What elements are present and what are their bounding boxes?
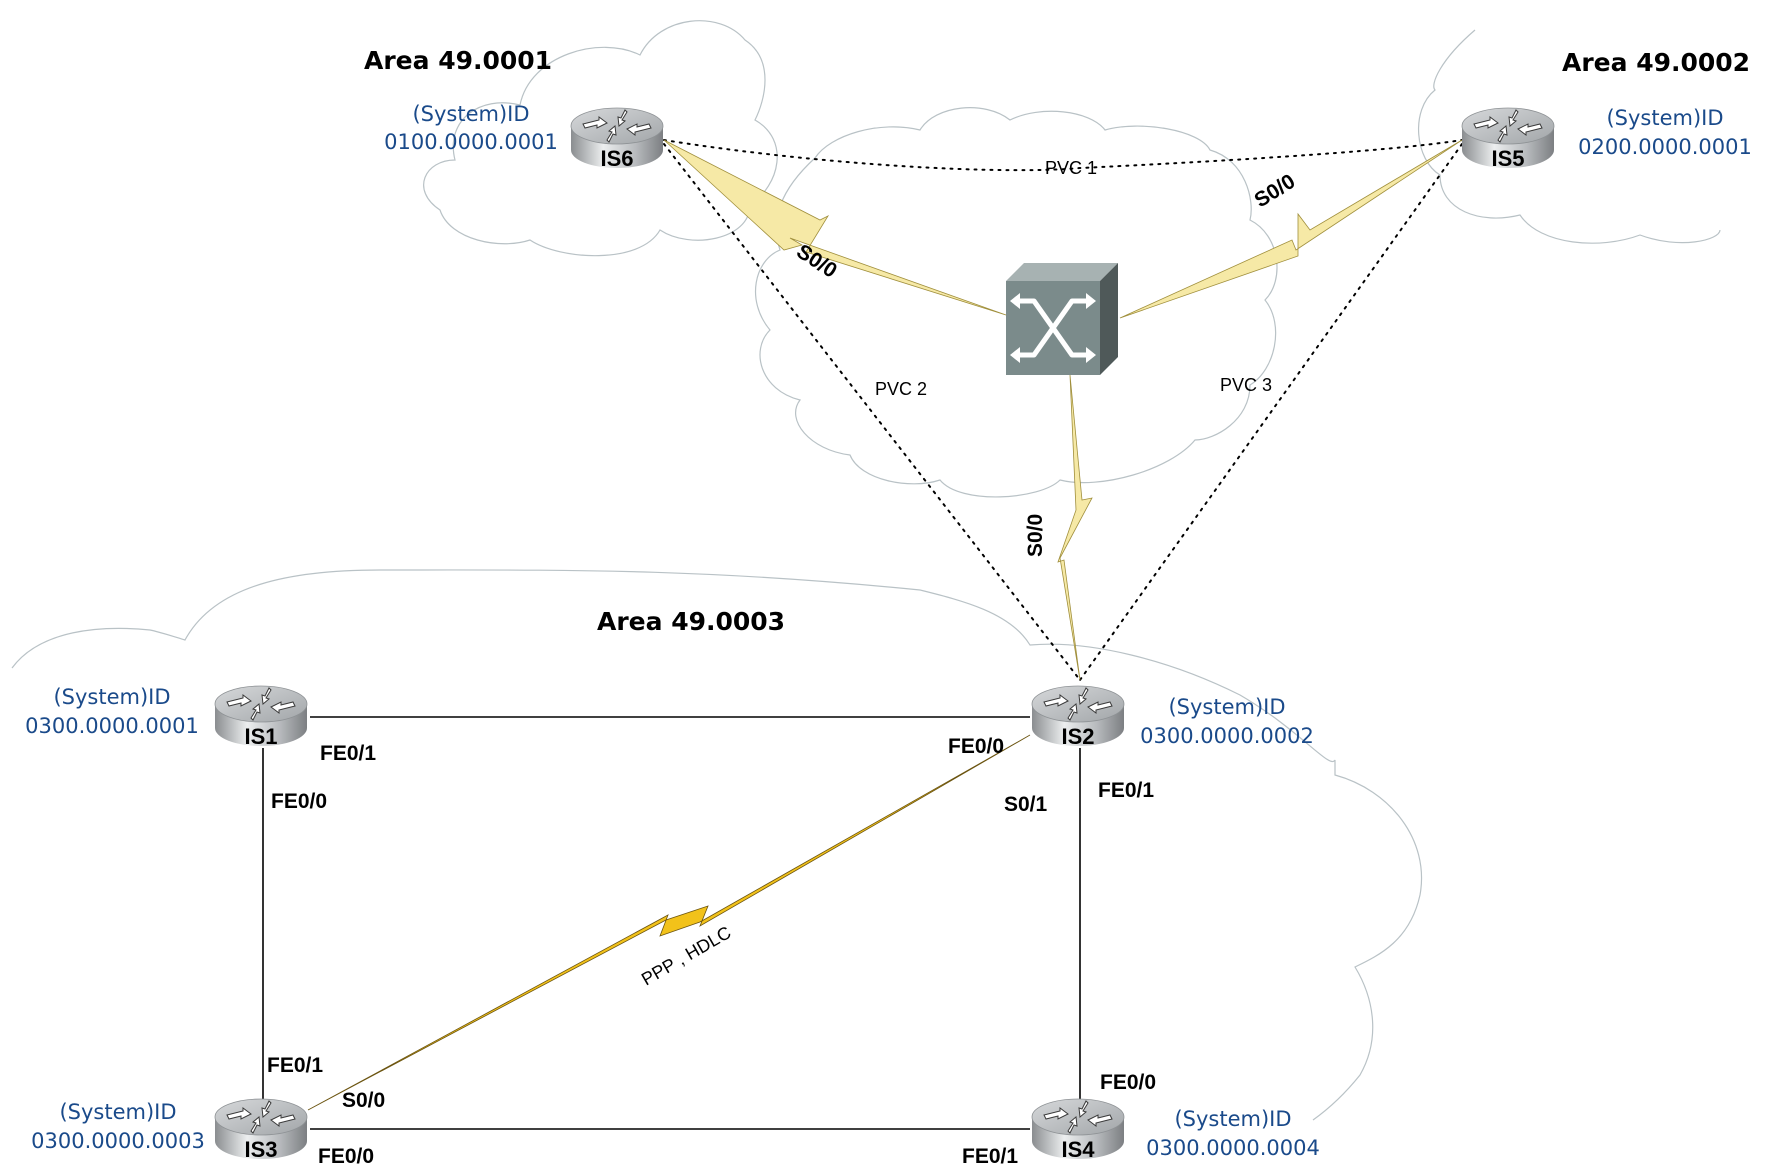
router-is1[interactable]: IS1: [214, 685, 308, 749]
svg-text:0300.0000.0001: 0300.0000.0001: [25, 714, 199, 738]
svg-text:(System)ID: (System)ID: [1168, 695, 1285, 719]
cloud-area-49-0002: [1417, 29, 1721, 244]
svg-text:(System)ID: (System)ID: [1606, 106, 1723, 130]
router-is2-label: IS2: [1061, 724, 1094, 749]
router-is4-label: IS4: [1061, 1137, 1095, 1162]
pvc2-label: PVC 2: [875, 379, 927, 399]
iface-is1-fe00: FE0/0: [271, 790, 327, 813]
svg-text:(System)ID: (System)ID: [53, 685, 170, 709]
router-is2[interactable]: IS2: [1031, 685, 1125, 749]
router-is1-label: IS1: [244, 724, 277, 749]
iface-is2-fe00: FE0/0: [948, 735, 1004, 758]
router-is6-label: IS6: [600, 146, 633, 171]
pvc3-line: [1079, 143, 1463, 681]
sysid-is1: (System)ID 0300.0000.0001: [25, 685, 199, 738]
svg-text:0300.0000.0002: 0300.0000.0002: [1140, 724, 1314, 748]
router-is3-label: IS3: [244, 1137, 277, 1162]
serial-link-label: PPP , HDLC: [638, 922, 734, 989]
iface-is2-s01: S0/1: [1004, 793, 1048, 816]
serial-switch-is2: [1057, 374, 1093, 681]
serial-is5-switch: [1119, 139, 1463, 319]
serial-links-frame-relay: [663, 139, 1463, 681]
svg-text:0200.0000.0001: 0200.0000.0001: [1578, 135, 1752, 159]
pvc3-label: PVC 3: [1220, 375, 1272, 395]
area-title-49-0002: Area 49.0002: [1562, 48, 1750, 77]
svg-text:0300.0000.0004: 0300.0000.0004: [1146, 1136, 1320, 1160]
router-is5-label: IS5: [1491, 146, 1524, 171]
sysid-is5: (System)ID 0200.0000.0001: [1578, 106, 1752, 159]
frame-relay-switch[interactable]: [1006, 263, 1118, 375]
iface-is4-fe00: FE0/0: [1100, 1071, 1156, 1094]
sysid-is6: (System)ID 0100.0000.0001: [384, 102, 558, 154]
iface-is3-fe00: FE0/0: [318, 1145, 374, 1168]
area-title-49-0001: Area 49.0001: [364, 46, 552, 75]
serial-is6-switch: [663, 139, 1007, 316]
iface-is2-fe01: FE0/1: [1098, 779, 1154, 802]
svg-text:(System)ID: (System)ID: [412, 102, 529, 126]
router-is3[interactable]: IS3: [214, 1098, 308, 1162]
pvc1-label: PVC 1: [1045, 158, 1097, 178]
iface-is1-fe01: FE0/1: [320, 742, 376, 765]
iface-is6-s00: S0/0: [792, 240, 841, 283]
ethernet-links: [262, 716, 1081, 1130]
svg-text:0300.0000.0003: 0300.0000.0003: [31, 1129, 205, 1153]
iface-is4-fe01: FE0/1: [962, 1145, 1018, 1168]
iface-is3-s00: S0/0: [342, 1089, 385, 1112]
cloud-area-49-0003: [11, 569, 1422, 1121]
router-is5[interactable]: IS5: [1461, 107, 1555, 171]
pvc1-line: [663, 139, 1463, 172]
sysid-is4: (System)ID 0300.0000.0004: [1146, 1107, 1320, 1160]
router-is4[interactable]: IS4: [1031, 1098, 1125, 1162]
pvc-lines: [663, 139, 1463, 681]
cloud-area-49-0001: [423, 20, 778, 257]
svg-text:(System)ID: (System)ID: [59, 1100, 176, 1124]
iface-is5-s00: S0/0: [1250, 170, 1299, 212]
iface-is3-fe01: FE0/1: [267, 1054, 323, 1077]
router-is6[interactable]: IS6: [570, 107, 664, 171]
iface-is2-s00: S0/0: [1024, 514, 1047, 557]
svg-text:(System)ID: (System)ID: [1174, 1107, 1291, 1131]
cloud-frame-relay: [755, 107, 1278, 498]
pvc2-line: [663, 143, 1081, 681]
serial-is3-is2-ppp: [307, 734, 1031, 1111]
sysid-is3: (System)ID 0300.0000.0003: [31, 1100, 205, 1153]
area-title-49-0003: Area 49.0003: [597, 607, 785, 636]
svg-text:0100.0000.0001: 0100.0000.0001: [384, 130, 558, 154]
sysid-is2: (System)ID 0300.0000.0002: [1140, 695, 1314, 748]
